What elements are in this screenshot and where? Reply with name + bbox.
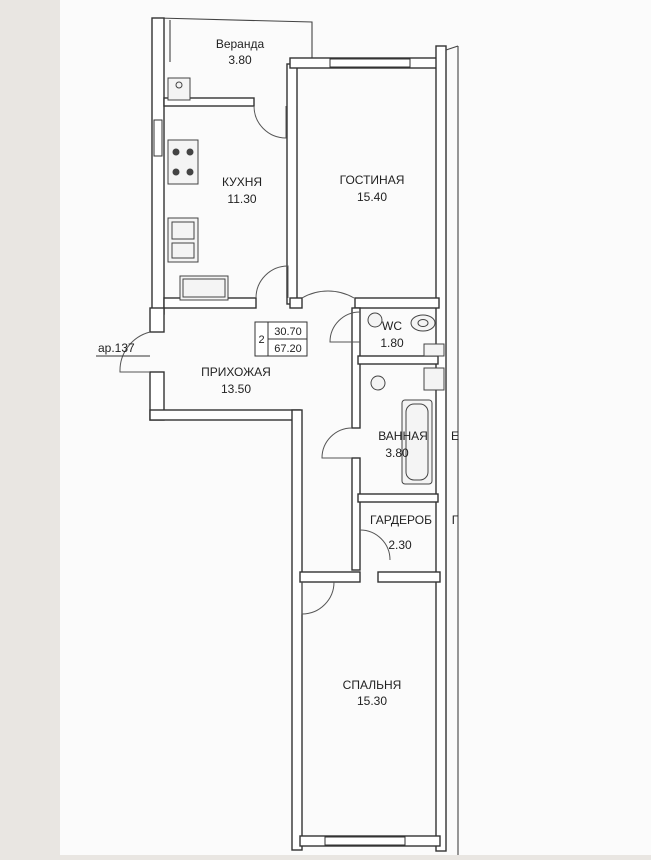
bedroom-top-wall-left <box>299 571 361 583</box>
kitchen-window <box>153 119 163 157</box>
wardrobe-area: 2.30 <box>388 538 412 552</box>
hall-left-wall-top <box>149 307 165 333</box>
hall-bottom-wall <box>149 409 301 421</box>
area-summary-box: 2 30.70 67.20 <box>254 321 308 357</box>
toilet-bowl-icon <box>417 319 429 327</box>
kitchen-top-wall <box>163 97 255 107</box>
bedroom-window <box>324 836 406 846</box>
living-door <box>301 290 355 299</box>
hall-name: ПРИХОЖАЯ <box>201 365 271 379</box>
living-area-total: 30.70 <box>274 326 302 338</box>
wardrobe-name: ГАРДЕРОБ <box>370 513 432 527</box>
wc-left-wall <box>351 307 361 429</box>
kitchen-cabinet-inner <box>182 278 226 298</box>
bedroom-name: СПАЛЬНЯ <box>343 678 402 692</box>
veranda-name: Веранда <box>216 37 265 51</box>
living-name: ГОСТИНАЯ <box>340 173 405 187</box>
kitchen-left-wall <box>151 17 165 315</box>
bath-door <box>321 427 353 459</box>
living-area: 15.40 <box>357 190 387 204</box>
bathtub-inner-icon <box>405 403 429 481</box>
bath-sink-icon <box>370 375 386 391</box>
kitchen-door <box>255 265 289 299</box>
living-window <box>329 58 411 68</box>
kitchen-area: 11.30 <box>227 192 256 206</box>
burner-icon <box>172 148 180 156</box>
kitchen-stove <box>167 139 199 185</box>
living-bottom-wall <box>354 297 440 309</box>
wardrobe-side-mark: Г <box>452 513 459 527</box>
shaft-wc <box>423 343 445 357</box>
bath-side-mark: Е <box>451 429 459 443</box>
kitchen-bottom-wall-right <box>289 297 303 309</box>
kitchen-fridge <box>167 77 191 101</box>
entrance-door <box>119 331 151 373</box>
bath-area: 3.80 <box>385 446 409 460</box>
apartment-label: ар.137 <box>98 341 135 355</box>
total-area: 67.20 <box>274 343 302 355</box>
burner-icon <box>186 168 194 176</box>
veranda-door <box>253 105 287 139</box>
bath-left-wall <box>351 457 361 571</box>
bath-wardrobe-wall <box>357 493 439 503</box>
veranda-outline <box>157 17 313 68</box>
kitchen-sink-bowl-icon <box>171 242 195 259</box>
rooms-count: 2 <box>258 334 264 346</box>
wc-area: 1.80 <box>380 336 404 350</box>
kitchen-sink-bowl-icon <box>171 221 195 240</box>
right-wall-tick <box>445 45 459 51</box>
shaft-bath <box>423 367 445 391</box>
burner-icon <box>186 148 194 156</box>
wc-bath-wall <box>357 355 439 365</box>
kitchen-fixture-knob <box>175 81 183 89</box>
burner-icon <box>172 168 180 176</box>
kitchen-name: КУХНЯ <box>222 175 262 189</box>
corridor-left-wall <box>291 409 303 851</box>
bedroom-area: 15.30 <box>357 694 387 708</box>
hall-area: 13.50 <box>221 382 251 396</box>
veranda-area: 3.80 <box>228 53 252 67</box>
wc-name: WC <box>382 319 402 333</box>
bedroom-top-wall-right <box>377 571 441 583</box>
bath-name: ВАННАЯ <box>378 429 428 443</box>
wardrobe-door <box>359 529 391 561</box>
wc-sink-icon <box>367 312 383 328</box>
wc-door <box>329 311 361 343</box>
right-outer-wall <box>435 45 447 852</box>
bedroom-door <box>301 581 335 615</box>
